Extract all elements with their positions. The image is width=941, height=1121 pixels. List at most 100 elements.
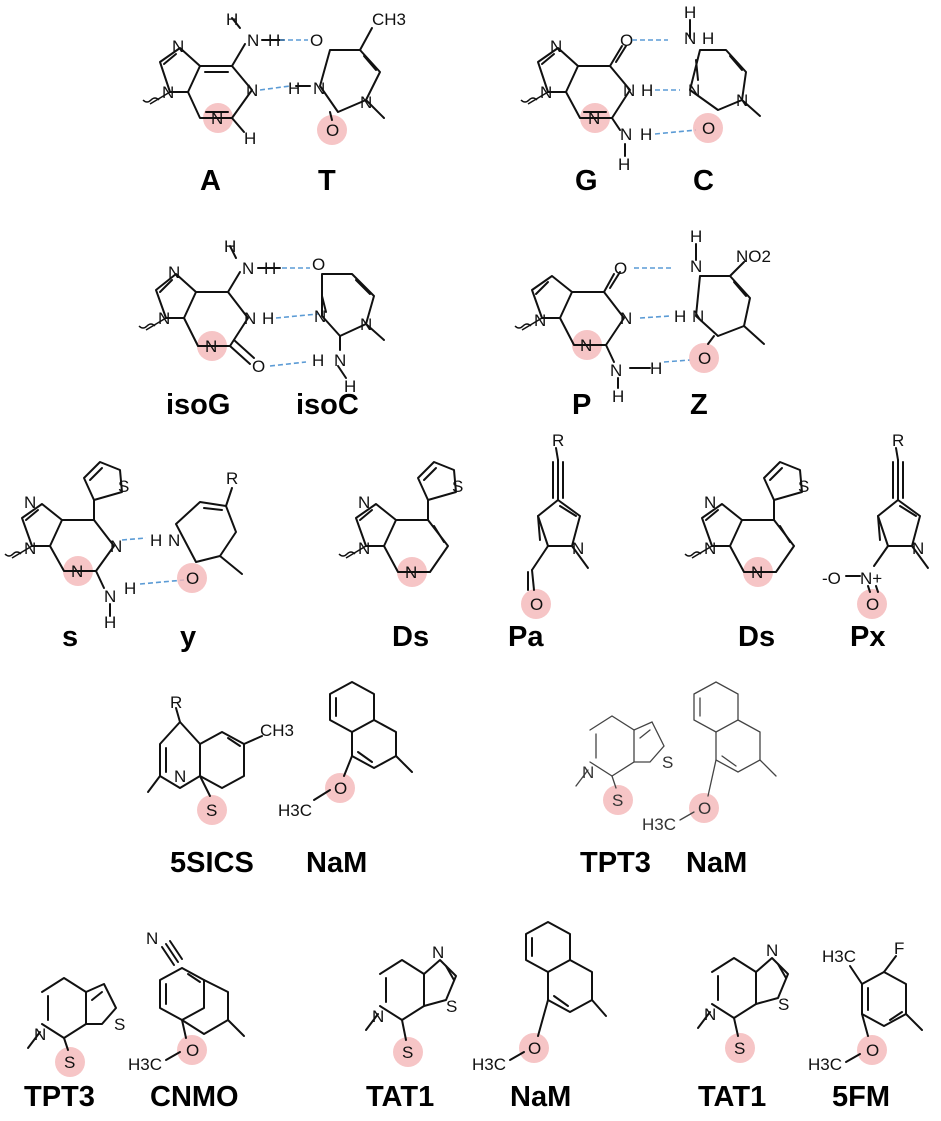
base-name-y: y [180,621,196,653]
atom-label: N [704,1005,716,1024]
atom-label: N [314,307,326,326]
atom-label: N [572,539,584,558]
base-name-Ds: Ds [738,621,775,653]
atom-label: NO2 [736,247,771,266]
atom-label: O [620,31,633,50]
atom-label: N [360,93,372,112]
atom-label: H [224,237,236,256]
atom-label: H [262,309,274,328]
atom-label: S [114,1015,125,1034]
atom-label: O [252,357,265,376]
atom-label: O [312,255,325,274]
atom-label: N [620,309,632,328]
base-name-Px: Px [850,621,885,653]
base-name-Pa: Pa [508,621,544,653]
atom-label: H [104,613,116,632]
atom-label: H [124,579,136,598]
atom-label: N [158,309,170,328]
atom-label: H3C [642,815,676,834]
atom-label: H [618,155,630,174]
atom-label: N [174,767,186,786]
base-name-CNMO: CNMO [150,1081,239,1113]
atom-label: H [702,29,714,48]
structure-P: N O N N N H H P [514,259,662,421]
highlight-dot [197,795,227,825]
atom-label: S [206,801,217,820]
base-name-Ds: Ds [392,621,429,653]
atom-label: O [334,779,347,798]
atom-label: O [698,349,711,368]
atom-label: H [264,259,276,278]
atom-label: S [402,1043,413,1062]
atom-label: N [334,351,346,370]
atom-label: H3C [128,1055,162,1074]
atom-label: N [104,587,116,606]
atom-label: N+ [860,569,882,588]
structure-isoG: N H H N N N H N O isoG [138,237,281,421]
atom-label: H [641,81,653,100]
structure-Pa: R N O Pa [508,431,589,653]
atom-label: N [610,361,622,380]
highlight-dot [317,115,347,145]
atom-label: N [172,37,184,56]
atom-label: N [704,539,716,558]
structure-TAT1-1: N S N S TAT1 [365,943,457,1113]
base-name-C: C [693,165,714,197]
base-name-A: A [200,165,221,197]
atom-label: N [372,1007,384,1026]
atom-label: CH3 [372,10,406,29]
atom-label: N [534,311,546,330]
highlight-dot [693,113,723,143]
atom-label: N [24,539,36,558]
atom-label: S [118,477,129,496]
atom-label: N [692,307,704,326]
base-name-isoC: isoC [296,389,359,421]
structure-5SICS: R CH3 N S 5SICS [147,693,294,879]
highlight-dot [857,589,887,619]
atom-label: O [326,121,339,140]
base-name-Z: Z [690,389,708,421]
base-name-NaM: NaM [510,1081,571,1113]
structure-NaM-3: O H3C NaM [472,921,607,1113]
atom-label: N [34,1025,46,1044]
atom-label: O [866,1041,879,1060]
atom-label: H [684,3,696,22]
atom-label: O [186,569,199,588]
atom-label: H [226,10,238,29]
structure-Ds-2: N N S N Ds [684,461,809,653]
atom-label: H3C [278,801,312,820]
highlight-dot [325,773,355,803]
base-name-NaM: NaM [686,847,747,879]
atom-label: N [146,929,158,948]
atom-label: O [186,1041,199,1060]
structure-s: N N S N N N H H s [4,461,136,653]
atom-label: N [162,83,174,102]
base-name-TAT1: TAT1 [698,1081,766,1113]
atom-label: H [312,351,324,370]
atom-label: S [612,791,623,810]
atom-label: O [530,595,543,614]
atom-label: O [528,1039,541,1058]
atom-label: H3C [808,1055,842,1074]
atom-label: N [246,81,258,100]
structure-NaM-2: O H3C NaM [642,681,777,879]
atom-label: N [550,37,562,56]
structure-A: N H H N N N N H A [142,10,285,197]
atom-label: N [358,539,370,558]
base-name-5SICS: 5SICS [170,847,254,879]
atom-label: N [24,493,36,512]
atom-label: N [432,943,444,962]
structure-TAT1-2: N S N S TAT1 [697,941,789,1113]
atom-label: H [640,125,652,144]
atom-label: N [168,531,180,550]
base-name-T: T [318,165,336,197]
atom-label: F [894,939,904,958]
atom-label: N [580,336,592,355]
structure-TPT3-2: N S S TPT3 [24,977,125,1113]
atom-label: H [244,129,256,148]
atom-label: S [798,477,809,496]
structure-Ds-1: N N S N Ds [338,461,463,653]
structure-Px: R N N+ -O O Px [822,431,929,653]
base-name-5FM: 5FM [832,1081,890,1113]
